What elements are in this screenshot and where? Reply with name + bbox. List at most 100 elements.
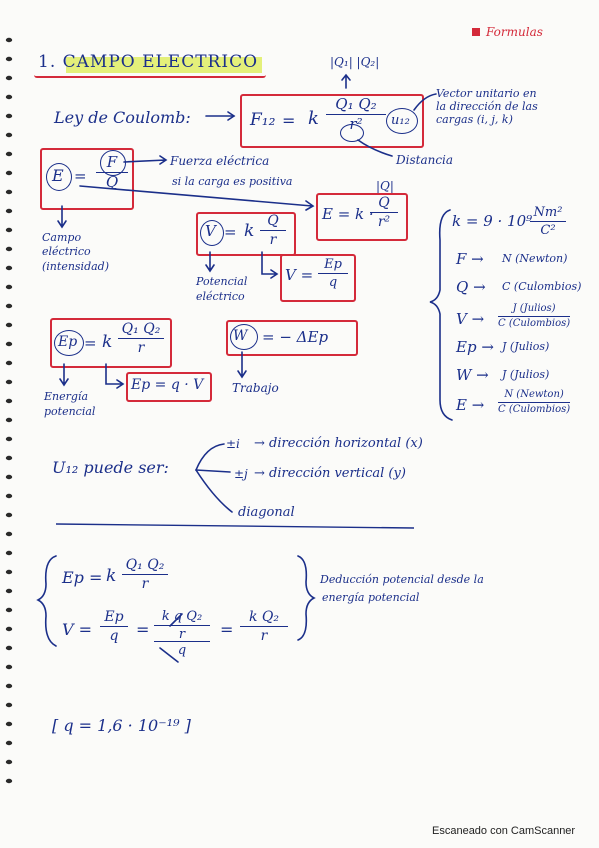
- spiral-hole: [5, 645, 13, 651]
- cancel-mark-q: [159, 647, 179, 663]
- spiral-hole: [5, 265, 13, 271]
- spiral-hole: [5, 37, 13, 43]
- units-numerator: N (Newton): [498, 390, 571, 403]
- coulomb-unit-vector: u₁₂: [391, 113, 410, 128]
- units-symbol: W →: [456, 366, 489, 384]
- red-bullet-icon: [472, 28, 480, 36]
- spiral-hole: [5, 284, 13, 290]
- coulomb-label: Ley de Coulomb:: [54, 108, 191, 127]
- potential-caption-2: eléctrico: [196, 290, 245, 303]
- cancel-mark-mid: [169, 613, 183, 627]
- spiral-hole: [5, 322, 13, 328]
- note-distance: Distancia: [396, 153, 454, 167]
- energy-caption-2: potencial: [44, 405, 96, 418]
- potential-denominator: r: [269, 232, 277, 248]
- work-caption-arrow: [237, 351, 247, 379]
- deduction-v-numerator: Ep: [100, 610, 128, 627]
- direction-item-2: → dirección vertical (y): [254, 466, 406, 481]
- deduction-ep-numerator: Q₁ Q₂: [122, 558, 168, 575]
- deduction-mid-den-bottom: q: [177, 643, 187, 658]
- deduction-rhs-denominator: r: [260, 628, 268, 644]
- direction-branch-2: [195, 469, 231, 473]
- deduction-ep-denominator: r: [141, 576, 149, 592]
- spiral-hole: [5, 56, 13, 62]
- spiral-hole: [5, 151, 13, 157]
- potential-alt-arrow: [261, 251, 279, 279]
- potential-alt-box: [280, 254, 356, 302]
- note-force: Fuerza eléctrica: [170, 154, 270, 168]
- potential-alt-denominator: q: [328, 275, 338, 290]
- spiral-hole: [5, 303, 13, 309]
- units-value: J (Julios): [502, 340, 550, 353]
- coulomb-abs-label: |Q₁| |Q₂|: [330, 55, 380, 69]
- energy-numerator: Q₁ Q₂: [118, 322, 164, 339]
- spiral-hole: [5, 531, 13, 537]
- units-k-fraction: Nm² C²: [530, 206, 566, 237]
- spiral-hole: [5, 683, 13, 689]
- spiral-hole: [5, 360, 13, 366]
- potential-caption-arrow: [205, 251, 215, 273]
- spiral-hole: [5, 588, 13, 594]
- deduction-mid-numerator: k q Q₂: [154, 610, 210, 626]
- deduction-mid-fraction: k q Q₂ r q: [154, 610, 210, 657]
- units-k-denominator: C²: [540, 223, 556, 238]
- field-caption-3: (intensidad): [42, 260, 110, 273]
- spiral-hole: [5, 778, 13, 784]
- title-underline: [34, 46, 266, 78]
- field2-formula-box: [316, 193, 408, 241]
- deduction-v-lhs: V =: [62, 620, 93, 639]
- work-caption: Trabajo: [232, 381, 279, 395]
- note-vector-line-2: la dirección de las: [436, 100, 538, 113]
- energy-caption-arrow: [59, 363, 69, 387]
- field-caption-2: eléctrico: [42, 245, 91, 258]
- energy-symbol-circle: [54, 330, 84, 356]
- coulomb-formula-box: [240, 94, 424, 148]
- spiral-hole: [5, 379, 13, 385]
- spiral-hole: [5, 512, 13, 518]
- deduction-ep-fraction: Q₁ Q₂ r: [122, 558, 168, 591]
- energy-denominator: r: [137, 340, 145, 356]
- spiral-hole: [5, 740, 13, 746]
- potential-fraction: Q r: [260, 214, 286, 247]
- deduction-ep-lhs: Ep =: [62, 568, 103, 587]
- units-denominator: C (Culombios): [498, 318, 571, 329]
- spiral-hole: [5, 113, 13, 119]
- work-symbol: W: [233, 328, 248, 344]
- spiral-hole: [5, 189, 13, 195]
- deduction-rhs-fraction: k Q₂ r: [240, 610, 288, 643]
- direction-sym-2: ±j: [234, 467, 248, 481]
- section-divider: [55, 523, 415, 529]
- spiral-hole: [5, 417, 13, 423]
- deduction-v-denominator: q: [109, 628, 119, 644]
- units-denominator: C (Culombios): [498, 404, 571, 415]
- field2-denominator: r²: [377, 214, 391, 230]
- energy-formula-box: [50, 318, 172, 368]
- direction-sym-1: ±i: [226, 437, 240, 451]
- spiral-hole: [5, 436, 13, 442]
- spiral-hole: [5, 455, 13, 461]
- potential-alt-numerator: Ep: [318, 258, 348, 274]
- field2-lhs: E = k ·: [322, 205, 374, 223]
- spiral-hole: [5, 208, 13, 214]
- coulomb-numerator: Q₁ Q₂: [326, 97, 386, 115]
- spiral-hole: [5, 550, 13, 556]
- tag-formulas: Formulas: [486, 25, 543, 39]
- spiral-hole: [5, 170, 13, 176]
- potential-symbol-circle: [200, 220, 224, 246]
- note-positive: si la carga es positiva: [172, 175, 293, 188]
- field-symbol: E: [52, 166, 64, 185]
- potential-formula-box: [196, 212, 296, 256]
- potential-symbol: V: [205, 222, 216, 240]
- field-equals: =: [74, 167, 87, 185]
- units-k-lhs: k = 9 · 10⁹: [452, 212, 533, 230]
- units-value: J (Julios): [502, 368, 550, 381]
- spiral-hole: [5, 569, 13, 575]
- field2-numerator: Q: [370, 196, 398, 213]
- units-numerator: J (Julios): [498, 304, 571, 317]
- energy-caption-1: Energía: [44, 390, 88, 403]
- coulomb-arrow-head: [227, 111, 236, 121]
- deduction-mid-den-top: r: [154, 626, 210, 642]
- direction-item-3: diagonal: [238, 505, 295, 520]
- field2-fraction: Q r²: [370, 196, 398, 229]
- force-note-arrow: [123, 155, 168, 165]
